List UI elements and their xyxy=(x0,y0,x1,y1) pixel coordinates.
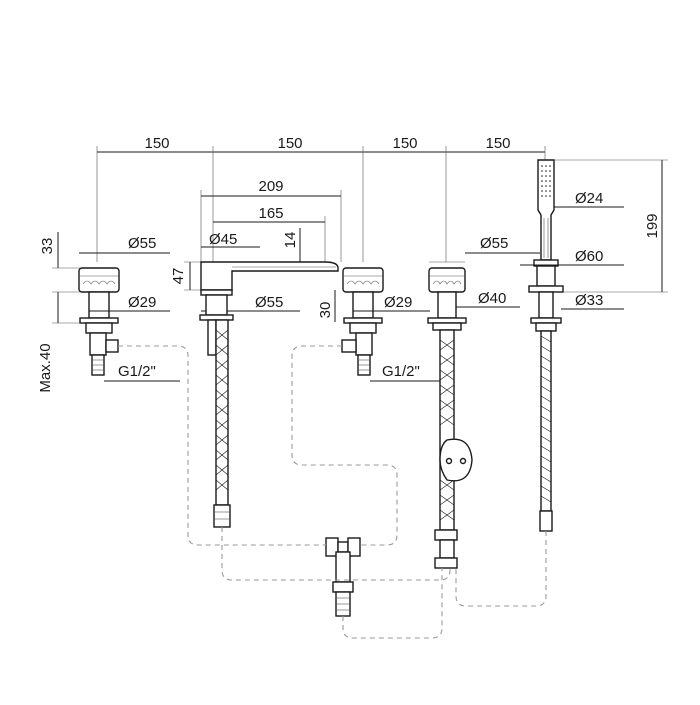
dim-150-4: 150 xyxy=(485,135,510,152)
dim-150-1: 150 xyxy=(144,135,169,152)
dim-left-29: Ø29 xyxy=(128,294,156,311)
dim-spout-55: Ø55 xyxy=(255,294,283,311)
middle-valve-dimensions: Ø29 G1/2" xyxy=(353,294,440,382)
dim-mid-thread: G1/2" xyxy=(382,363,420,380)
dim-30: 30 xyxy=(317,302,334,319)
dim-199: 199 xyxy=(644,213,661,238)
spout xyxy=(199,261,339,528)
top-spacing-dimensions: 150 150 150 150 xyxy=(96,135,546,262)
dim-33: 33 xyxy=(39,238,56,255)
dim-150-3: 150 xyxy=(392,135,417,152)
spout-dimensions: 209 165 Ø45 14 47 Ø55 30 xyxy=(170,178,342,322)
t-connector xyxy=(325,537,361,617)
dim-150-2: 150 xyxy=(277,135,302,152)
dim-max-40: Max.40 xyxy=(37,343,54,392)
dim-div-40: Ø40 xyxy=(478,290,506,307)
left-valve xyxy=(78,267,120,376)
dim-shower-60: Ø60 xyxy=(575,248,603,265)
dim-165: 165 xyxy=(258,205,283,222)
dim-209: 209 xyxy=(258,178,283,195)
diverter-dimensions: Ø55 Ø40 xyxy=(429,235,540,308)
hose-routing xyxy=(118,345,547,639)
shower-dimensions: 199 Ø24 Ø60 Ø33 xyxy=(520,159,668,310)
dim-left-thread: G1/2" xyxy=(118,363,156,380)
dim-shower-33: Ø33 xyxy=(575,292,603,309)
middle-valve xyxy=(341,267,384,376)
diverter xyxy=(427,267,473,569)
dim-left-55: Ø55 xyxy=(128,235,156,252)
dim-div-55: Ø55 xyxy=(480,235,508,252)
dim-14: 14 xyxy=(282,232,299,249)
dim-shower-24: Ø24 xyxy=(575,190,603,207)
shower-handset xyxy=(528,159,564,532)
left-valve-dimensions: 33 Ø55 Ø29 Max.40 G1/2" xyxy=(37,232,180,393)
dim-45: Ø45 xyxy=(209,231,237,248)
dim-47: 47 xyxy=(170,268,187,285)
dim-mid-29: Ø29 xyxy=(384,294,412,311)
